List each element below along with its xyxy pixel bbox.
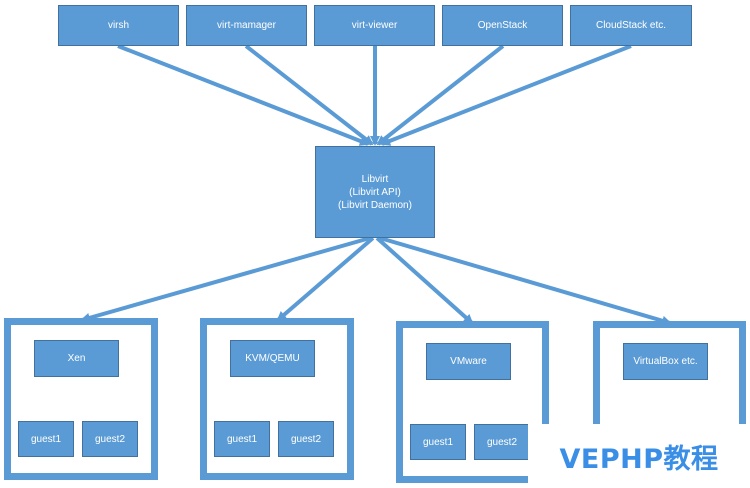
tool-label: CloudStack etc. bbox=[595, 20, 667, 31]
watermark-logo: VEPHP教程 bbox=[528, 424, 750, 488]
tool-label: virsh bbox=[107, 20, 130, 31]
hypervisor-label: Xen bbox=[67, 353, 86, 364]
libvirt-daemon-label: (Libvirt Daemon) bbox=[338, 199, 412, 211]
libvirt-box: Libvirt (Libvirt API) (Libvirt Daemon) bbox=[315, 146, 435, 238]
tool-virt-manager: virt-mamager bbox=[186, 5, 307, 46]
hypervisor-label: KVM/QEMU bbox=[245, 353, 300, 364]
arrow-virtmanager-libvirt bbox=[244, 44, 374, 146]
tool-openstack: OpenStack bbox=[442, 5, 563, 46]
tool-label: virt-mamager bbox=[217, 20, 276, 31]
watermark-text: VEPHP教程 bbox=[559, 443, 719, 475]
tool-virt-viewer: virt-viewer bbox=[314, 5, 435, 46]
arrow-virsh-libvirt bbox=[117, 44, 370, 146]
guest-label: guest1 bbox=[226, 433, 258, 445]
guest-kvm-1: guest1 bbox=[214, 421, 270, 457]
arrow-libvirt-xen bbox=[80, 236, 371, 323]
hypervisor-vmware: VMware bbox=[426, 343, 511, 380]
guest-xen-2: guest2 bbox=[82, 421, 138, 457]
arrow-libvirt-kvm bbox=[276, 236, 375, 322]
guest-xen-1: guest1 bbox=[18, 421, 74, 457]
hypervisor-virtualbox: VirtualBox etc. bbox=[623, 343, 708, 380]
libvirt-api-label: (Libvirt API) bbox=[349, 186, 401, 198]
guest-label: guest1 bbox=[422, 436, 454, 448]
guest-label: guest1 bbox=[30, 433, 62, 445]
guest-vmware-1: guest1 bbox=[410, 424, 466, 460]
guest-label: guest2 bbox=[94, 433, 126, 445]
hypervisor-label: VirtualBox etc. bbox=[633, 356, 698, 367]
tool-cloudstack: CloudStack etc. bbox=[570, 5, 692, 46]
guest-kvm-2: guest2 bbox=[278, 421, 334, 457]
arrow-openstack-libvirt bbox=[376, 44, 505, 146]
hypervisor-kvm-qemu: KVM/QEMU bbox=[230, 340, 315, 377]
arrow-cloudstack-libvirt bbox=[380, 44, 632, 146]
guest-vmware-2: guest2 bbox=[474, 424, 530, 460]
tool-label: virt-viewer bbox=[351, 20, 398, 31]
tool-label: OpenStack bbox=[477, 20, 528, 31]
libvirt-title: Libvirt bbox=[361, 173, 389, 185]
arrow-libvirt-virtualbox bbox=[379, 236, 672, 326]
hypervisor-xen: Xen bbox=[34, 340, 119, 377]
arrow-libvirt-vmware bbox=[375, 236, 474, 325]
tool-virsh: virsh bbox=[58, 5, 179, 46]
guest-label: guest2 bbox=[290, 433, 322, 445]
hypervisor-label: VMware bbox=[450, 356, 487, 367]
guest-label: guest2 bbox=[486, 436, 518, 448]
